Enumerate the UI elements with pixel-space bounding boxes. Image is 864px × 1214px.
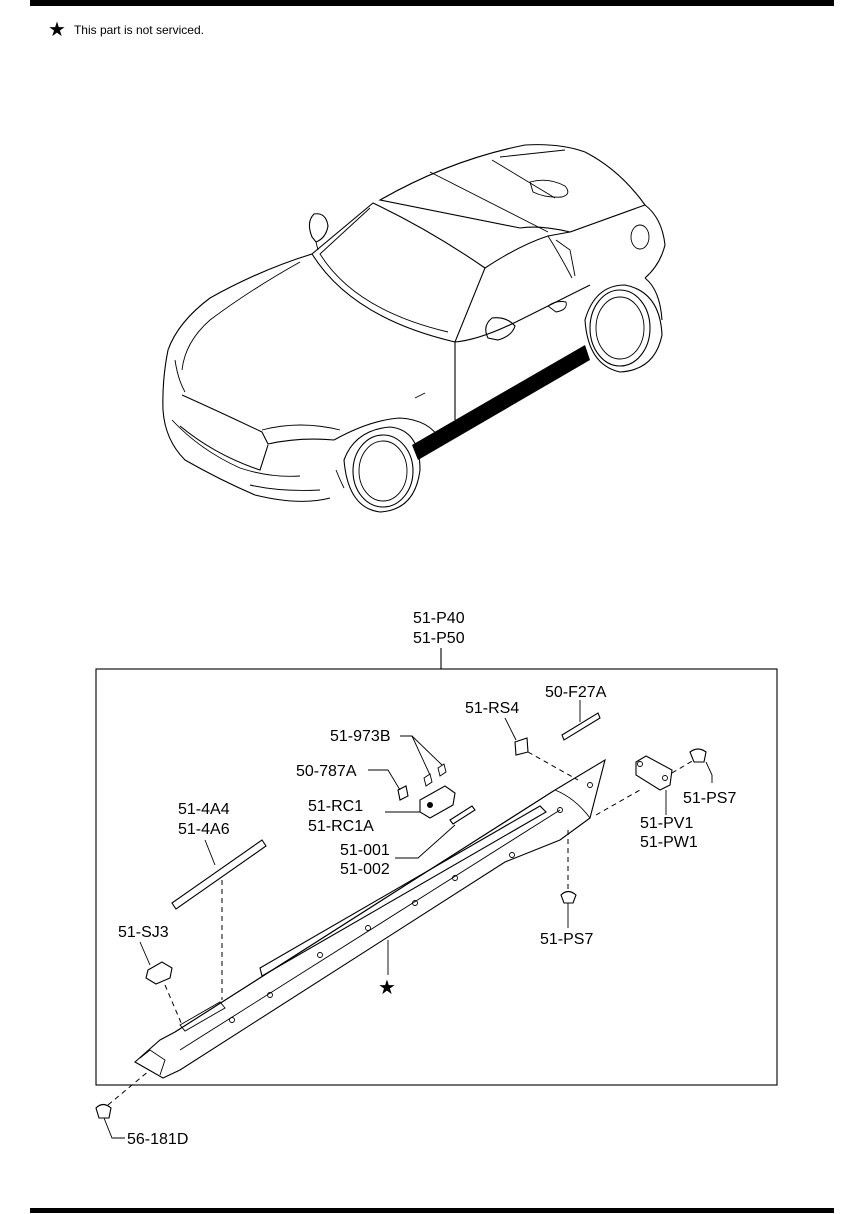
seal-strip bbox=[171, 839, 267, 910]
label-50-f27a: 50-F27A bbox=[545, 684, 607, 701]
label-51-p40: 51-P40 bbox=[413, 610, 465, 627]
label-51-pw1: 51-PW1 bbox=[640, 834, 698, 851]
label-51-p50: 51-P50 bbox=[413, 630, 465, 647]
clip-ps7-right bbox=[689, 748, 707, 763]
tape-f27a bbox=[561, 712, 601, 741]
fastener-181d bbox=[95, 1103, 112, 1119]
label-51-rc1a: 51-RC1A bbox=[308, 818, 374, 835]
label-51-4a4: 51-4A4 bbox=[178, 801, 230, 818]
label-51-rc1: 51-RC1 bbox=[308, 798, 363, 815]
bracket-pv1 bbox=[635, 755, 673, 791]
label-51-ps7-bottom: 51-PS7 bbox=[540, 931, 593, 948]
clip-sj3 bbox=[145, 961, 173, 985]
clip-ps7-bottom bbox=[560, 890, 577, 904]
star-icon: ★ bbox=[48, 19, 66, 41]
label-51-sj3: 51-SJ3 bbox=[118, 924, 169, 941]
label-51-002: 51-002 bbox=[340, 861, 390, 878]
label-56-181d: 56-181D bbox=[127, 1131, 188, 1148]
label-51-973b: 51-973B bbox=[330, 728, 391, 745]
top-rule bbox=[30, 0, 834, 6]
side-sill-garnish bbox=[134, 758, 606, 1079]
screw-787a bbox=[397, 785, 409, 801]
label-51-4a6: 51-4A6 bbox=[178, 821, 230, 838]
label-51-ps7-right: 51-PS7 bbox=[683, 790, 736, 807]
label-51-rs4: 51-RS4 bbox=[465, 700, 519, 717]
molding-piece bbox=[449, 805, 476, 825]
rc1-bracket bbox=[419, 785, 456, 819]
label-51-001: 51-001 bbox=[340, 842, 390, 859]
label-51-pv1: 51-PV1 bbox=[640, 815, 693, 832]
service-note: ★ This part is not serviced. bbox=[48, 20, 204, 40]
assembly-frame bbox=[95, 668, 778, 1086]
service-note-text: This part is not serviced. bbox=[73, 23, 204, 37]
not-serviced-star-icon: ★ bbox=[378, 977, 396, 999]
label-50-787a: 50-787A bbox=[296, 763, 357, 780]
car-illustration bbox=[162, 144, 666, 513]
clip-rs4 bbox=[514, 737, 529, 756]
bottom-rule bbox=[30, 1208, 834, 1213]
